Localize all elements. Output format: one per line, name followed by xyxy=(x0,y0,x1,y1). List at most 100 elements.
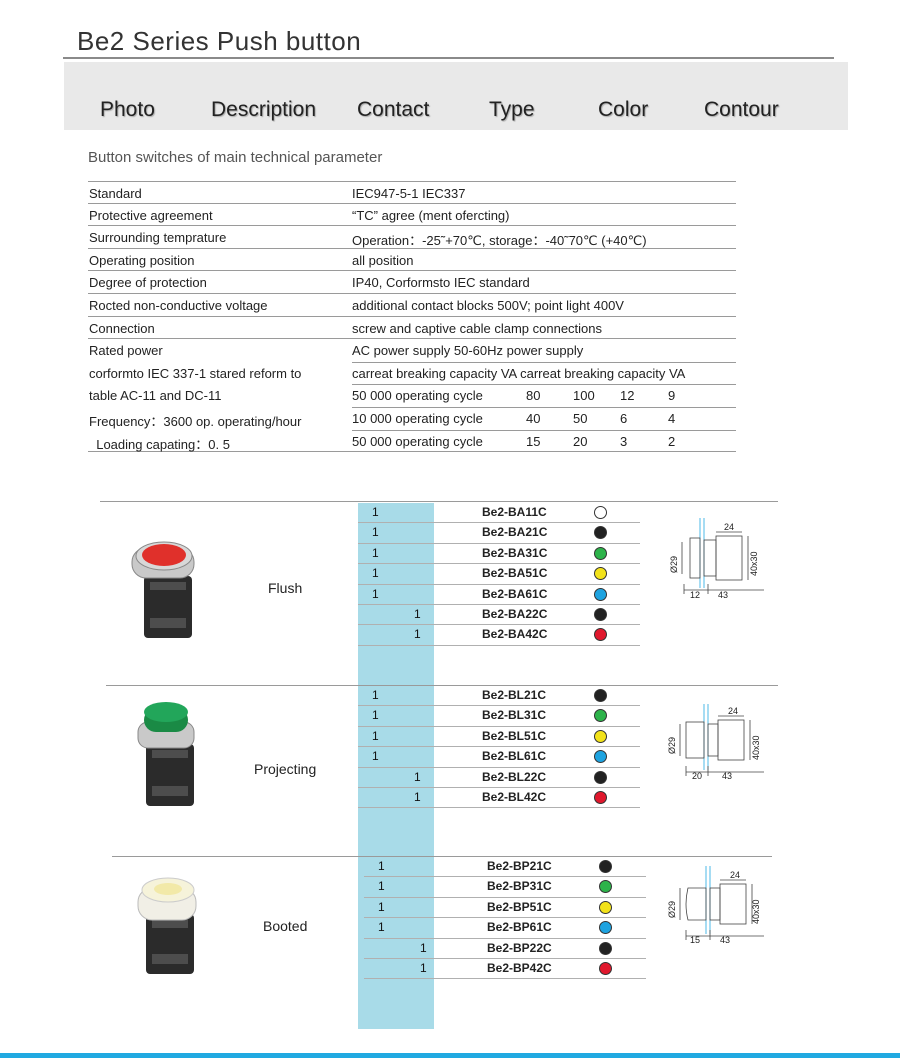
title-rule xyxy=(63,57,834,59)
param-row: Connection screw and captive cable clamp … xyxy=(88,317,736,340)
param-label: Degree of protection xyxy=(89,275,207,291)
cycle-num: 20 xyxy=(573,433,588,449)
dim-top: 24 xyxy=(728,706,738,716)
color-dot-icon xyxy=(599,880,612,894)
param-label: Rated power xyxy=(89,343,163,359)
page-title: Be2 Series Push button xyxy=(77,26,362,56)
dim-diameter: Ø29 xyxy=(667,737,677,754)
model-code: Be2-BP31C xyxy=(487,879,552,894)
dim-height: 40x30 xyxy=(751,735,761,760)
row-rule xyxy=(358,807,640,809)
no-contact-count: 1 xyxy=(372,728,379,743)
nc-contact-count: 1 xyxy=(414,607,421,621)
cycle-label: table AC-11 and DC-11 xyxy=(89,388,222,404)
type-label-projecting: Projecting xyxy=(254,761,317,777)
model-code: Be2-BL42C xyxy=(482,790,547,804)
param-row: Standard IEC947-5-1 IEC337 xyxy=(88,181,736,204)
projecting-button-photo xyxy=(137,702,195,806)
model-code: Be2-BL22C xyxy=(482,769,547,784)
row-rule xyxy=(364,896,646,898)
cycle-label: Loading capating：0. 5 xyxy=(89,436,230,452)
booted-button-photo xyxy=(137,877,197,974)
param-value: IEC947-5-1 IEC337 xyxy=(352,186,466,201)
contact-column xyxy=(358,503,434,1029)
cycle-value: 10 000 operating cycle xyxy=(352,410,483,426)
nc-contact-count: 1 xyxy=(414,627,421,642)
nc-contact-count: 1 xyxy=(414,790,421,804)
header-description: Description xyxy=(211,98,317,121)
model-code: Be2-BP22C xyxy=(487,940,552,955)
contour-booted-icon: 24 15 43 Ø29 40x30 xyxy=(667,866,764,945)
contour-projecting-icon: 24 20 43 Ø29 40x30 xyxy=(667,704,764,781)
cycle-num: 15 xyxy=(526,433,541,449)
model-code: Be2-BP42C xyxy=(487,961,552,975)
no-contact-count: 1 xyxy=(372,708,379,723)
row-rule xyxy=(358,787,640,788)
dim-left: 15 xyxy=(690,935,700,945)
dim-left: 12 xyxy=(690,590,700,600)
section-rule xyxy=(106,685,778,686)
color-dot-icon xyxy=(594,791,607,804)
no-contact-count: 1 xyxy=(372,749,379,764)
model-code: Be2-BA31C xyxy=(482,545,548,560)
no-contact-count: 1 xyxy=(378,879,385,894)
no-contact-count: 1 xyxy=(372,505,379,519)
model-code: Be2-BP51C xyxy=(487,899,552,914)
model-code: Be2-BA11C xyxy=(482,505,547,519)
no-contact-count: 1 xyxy=(378,859,385,873)
model-code: Be2-BA51C xyxy=(482,566,548,581)
param-value: screw and captive cable clamp connection… xyxy=(352,320,603,336)
no-contact-count: 1 xyxy=(372,566,379,581)
row-rule xyxy=(364,917,646,919)
cycle-num: 2 xyxy=(668,433,676,449)
section-rule xyxy=(112,856,772,857)
model-code: Be2-BA21C xyxy=(482,525,548,540)
header-contour: Contour xyxy=(704,98,779,121)
model-code: Be2-BL21C xyxy=(482,688,547,702)
no-contact-count: 1 xyxy=(372,586,379,601)
cycle-value: 50 000 operating cycle xyxy=(352,388,483,404)
header-color: Color xyxy=(598,98,649,121)
dim-diameter: Ø29 xyxy=(669,556,679,573)
model-code: Be2-BA61C xyxy=(482,586,548,601)
nc-contact-count: 1 xyxy=(420,961,427,975)
nc-contact-count: 1 xyxy=(414,769,421,784)
color-dot-icon xyxy=(594,628,607,642)
color-dot-icon xyxy=(599,860,612,873)
cycle-value: 50 000 operating cycle xyxy=(352,433,483,449)
color-dot-icon xyxy=(594,709,607,723)
row-rule xyxy=(358,624,640,626)
dim-top: 24 xyxy=(724,522,734,532)
dim-right: 43 xyxy=(720,935,730,945)
section-rule xyxy=(100,501,778,502)
param-row: Degree of protection IP40, Corformsto IEC… xyxy=(88,271,736,294)
cycle-num: 6 xyxy=(620,410,628,426)
dim-right: 43 xyxy=(722,771,732,781)
param-row: Operating position all position xyxy=(88,249,736,272)
cycle-num: 40 xyxy=(526,410,541,426)
param-label: Operating position xyxy=(89,252,195,268)
header-photo: Photo xyxy=(100,98,155,121)
param-label: Connection xyxy=(89,320,155,336)
color-dot-icon xyxy=(599,900,612,914)
dim-right: 43 xyxy=(718,590,728,600)
param-value: all position xyxy=(352,252,414,268)
header-type: Type xyxy=(489,98,535,121)
row-rule xyxy=(358,542,640,544)
param-label: Standard xyxy=(89,186,142,201)
row-rule xyxy=(358,644,640,646)
cycle-num: 4 xyxy=(668,410,676,426)
cycle-row: Loading capating：0. 5 50 000 operating cy… xyxy=(88,430,736,453)
no-contact-count: 1 xyxy=(372,545,379,560)
row-rule xyxy=(358,604,640,605)
nc-contact-count: 1 xyxy=(420,940,427,955)
param-value: “TC” agree (ment ofercting) xyxy=(352,207,510,223)
cycle-num: 100 xyxy=(573,388,595,404)
param-value: IP40, Corformsto IEC standard xyxy=(352,275,530,291)
cycle-num: 50 xyxy=(573,410,588,426)
cycle-num: 3 xyxy=(620,433,628,449)
